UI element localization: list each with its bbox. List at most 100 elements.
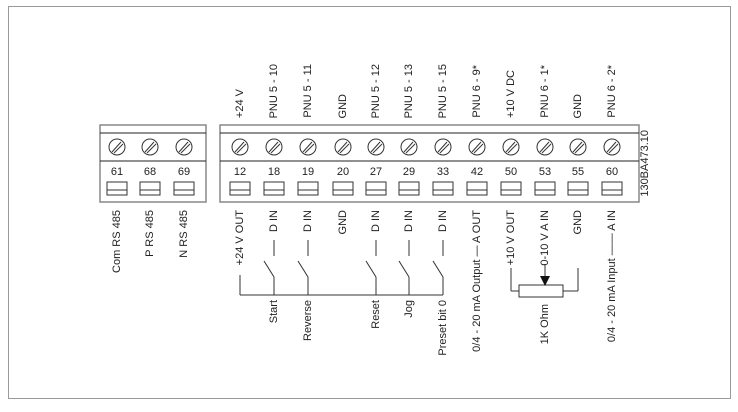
- terminal-bottom-label: GND: [572, 210, 584, 235]
- screw-slot: [268, 141, 279, 153]
- screw-slot: [471, 141, 482, 153]
- switch-contact-icon: [365, 260, 377, 278]
- terminal-top-label: PNU 6 - 9*: [471, 65, 483, 118]
- terminal-bottom-label: +24 V OUT: [234, 210, 246, 266]
- control-terminal-block: [219, 124, 640, 203]
- screw-slot: [606, 141, 617, 153]
- terminal-clamp: [263, 181, 285, 196]
- terminal-number: 60: [605, 166, 619, 178]
- terminal-number: 29: [402, 166, 416, 178]
- terminal-bottom-label: 0-10 V A IN: [539, 210, 551, 266]
- diagram-frame: [8, 6, 731, 399]
- screw-slot: [146, 143, 157, 154]
- terminal-bottom-label: 0/4 - 20 mA Output — A OUT: [471, 210, 483, 352]
- screw-slot: [302, 141, 313, 153]
- terminal-top-label: PNU 5 - 12: [370, 63, 382, 118]
- screw-slot: [236, 143, 247, 154]
- terminal-number: 42: [470, 166, 484, 178]
- terminal-number: 61: [110, 166, 124, 178]
- terminal-bottom-label: D IN: [370, 210, 382, 232]
- terminal-bottom-label: GND: [337, 210, 349, 235]
- terminal-top-label: GND: [337, 93, 349, 118]
- screw-slot: [437, 141, 448, 153]
- terminal-top-label: +10 V DC: [505, 70, 517, 118]
- terminal-top-label: +24 V: [234, 88, 246, 118]
- terminal-top-label: GND: [572, 93, 584, 118]
- drawing-id: 130BA473.10: [639, 130, 651, 197]
- switch-contact-icon: [297, 260, 309, 278]
- terminal-top-label: PNU 5 - 13: [403, 63, 415, 118]
- terminal-number: 33: [436, 166, 450, 178]
- screw-slot: [473, 143, 484, 154]
- terminal-clamp: [332, 181, 354, 196]
- terminal-top-label: PNU 6 - 2*: [606, 65, 618, 118]
- screw-slot: [574, 143, 585, 154]
- terminal-bottom-label: D IN: [268, 210, 280, 232]
- screw-slot: [113, 143, 124, 154]
- terminal-bottom-label: Com RS 485: [111, 210, 123, 273]
- terminal-top-label: PNU 6 - 1*: [539, 65, 551, 118]
- screw-slot: [337, 141, 348, 153]
- screw-slot: [608, 143, 619, 154]
- switch-contact-icon: [432, 260, 444, 278]
- screw-slot: [304, 143, 315, 154]
- terminal-number: 55: [571, 166, 585, 178]
- terminal-clamp: [229, 181, 251, 196]
- terminal-bottom-label: 0/4 - 20 mA Input —— A IN: [606, 210, 618, 343]
- terminal-bottom-label: N RS 485: [178, 210, 190, 258]
- terminal-number: 19: [301, 166, 315, 178]
- terminal-clamp: [173, 181, 195, 196]
- terminal-top-label: PNU 5 - 11: [302, 64, 314, 118]
- terminal-top-label: PNU 5 - 15: [437, 63, 449, 118]
- terminal-number: 18: [267, 166, 281, 178]
- screw-slot: [370, 141, 381, 153]
- screw-slot: [178, 141, 189, 153]
- screw-slot: [339, 143, 350, 154]
- screw-slot: [505, 141, 516, 153]
- potentiometer-resistor: [518, 284, 564, 298]
- terminal-bottom-label: D IN: [403, 210, 415, 232]
- screw-slot: [111, 141, 122, 153]
- terminal-clamp: [466, 181, 488, 196]
- terminal-bottom-label: +10 V OUT: [505, 210, 517, 266]
- rs485-terminal-block: [99, 124, 207, 203]
- terminal-clamp: [567, 181, 589, 196]
- terminal-clamp: [365, 181, 387, 196]
- screw-slot: [572, 141, 583, 153]
- terminal-number: 69: [177, 166, 191, 178]
- terminal-bottom-label: P RS 485: [144, 210, 156, 257]
- screw-slot: [234, 141, 245, 153]
- terminal-number: 27: [369, 166, 383, 178]
- terminal-clamp: [432, 181, 454, 196]
- switch-function-label: Reset: [370, 300, 382, 329]
- terminal-clamp: [139, 181, 161, 196]
- potentiometer-label: 1K Ohm: [539, 304, 551, 345]
- terminal-clamp: [398, 181, 420, 196]
- screw-slot: [439, 143, 450, 154]
- terminal-clamp: [601, 181, 623, 196]
- screw-slot: [180, 143, 191, 154]
- switch-contact-icon: [263, 260, 275, 278]
- screw-slot: [507, 143, 518, 154]
- terminal-number: 20: [336, 166, 350, 178]
- screw-slot: [541, 143, 552, 154]
- switch-function-label: Start: [268, 300, 280, 324]
- terminal-clamp: [500, 181, 522, 196]
- terminal-clamp: [106, 181, 128, 196]
- switch-function-label: Reverse: [302, 300, 314, 341]
- terminal-number: 53: [538, 166, 552, 178]
- terminal-clamp: [534, 181, 556, 196]
- screw-slot: [144, 141, 155, 153]
- terminal-number: 12: [233, 166, 247, 178]
- screw-slot: [405, 143, 416, 154]
- screw-slot: [403, 141, 414, 153]
- terminal-top-label: PNU 5 - 10: [268, 63, 280, 118]
- switch-function-label: Jog: [403, 300, 415, 318]
- terminal-number: 68: [143, 166, 157, 178]
- terminal-number: 50: [504, 166, 518, 178]
- screw-slot: [270, 143, 281, 154]
- switch-function-label: Preset bit 0: [437, 300, 449, 356]
- terminal-bottom-label: D IN: [302, 210, 314, 232]
